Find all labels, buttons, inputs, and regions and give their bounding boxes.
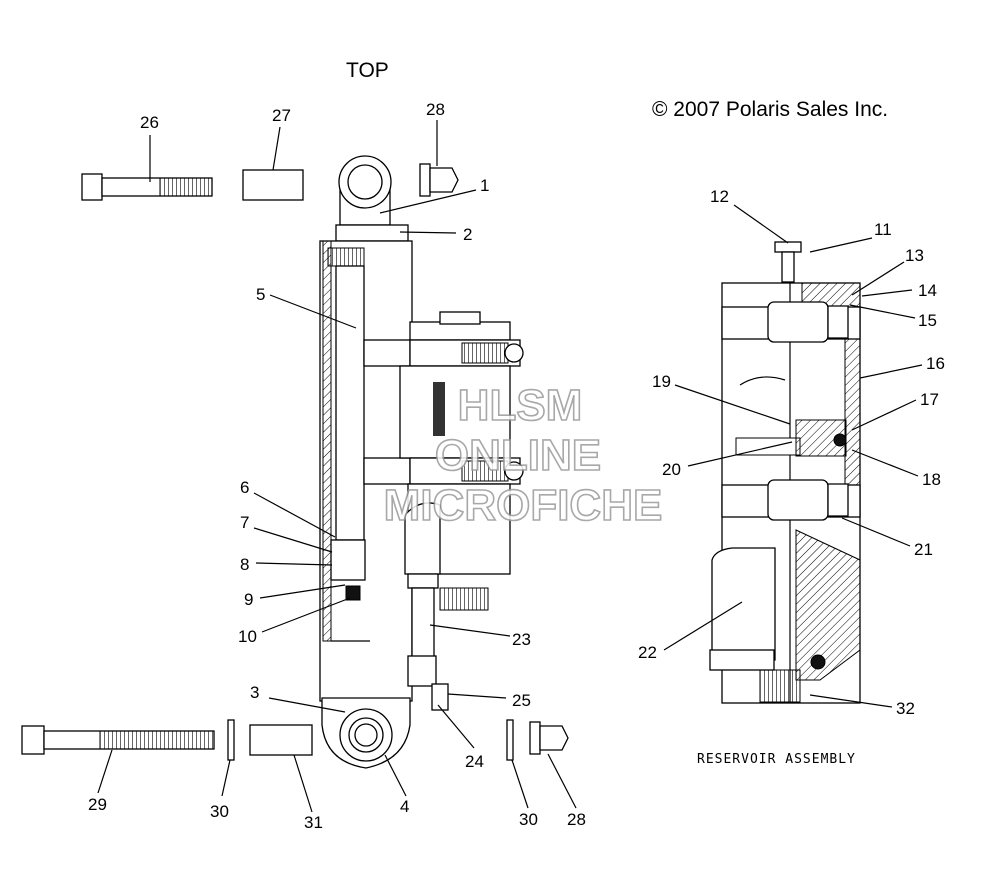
callout: 3 [250,683,259,702]
piston-rod [335,265,365,541]
copyright: © 2007 Polaris Sales Inc. [652,98,888,121]
callout: 22 [638,643,657,662]
callout: 20 [662,460,681,479]
callout: 21 [914,540,933,559]
shock-assembly [319,155,524,769]
top-label: TOP [346,59,389,82]
reservoir-elbow-22 [711,547,776,661]
clamp-bridge-top [363,339,411,367]
callout: 6 [240,478,249,497]
banjo-bolt [431,683,449,711]
nut-28-top [429,167,459,193]
callout: 28 [567,810,586,829]
callout: 25 [512,691,531,710]
valve-cap [774,241,802,253]
watermark-line2: ONLINE [435,431,601,480]
callout: 14 [918,281,937,300]
callout: 30 [519,810,538,829]
reservoir-elbow [404,502,441,575]
hardware [21,163,569,761]
label-graphic [433,382,445,436]
nut-28-bottom [539,725,569,751]
top-cap [335,224,409,242]
callout: 8 [240,555,249,574]
callout: 10 [238,627,257,646]
wall-section [844,338,861,490]
top-thread [327,247,365,267]
piston [330,539,366,581]
callout: 15 [918,311,937,330]
callout: 11 [874,220,892,239]
callout: 29 [88,795,107,814]
adjuster-32 [759,669,801,703]
top-eyelet-bore [347,164,383,200]
callout: 5 [256,285,265,304]
callout: 23 [512,630,531,649]
bolt-26-head [81,173,103,201]
callout: 26 [140,113,159,132]
callout: 16 [926,354,945,373]
reservoir-top [409,321,511,341]
reservoir-cap [439,311,481,325]
washer-28-bottom [529,721,541,755]
body-wall-section [322,240,332,642]
reservoir-assembly [709,241,861,704]
callout: 1 [480,176,489,195]
callout: 32 [896,699,915,718]
callout: 7 [240,513,249,532]
callout: 28 [426,100,445,119]
spacer-31 [249,724,313,756]
callouts: 26 27 28 1 2 5 6 7 8 9 10 3 4 23 25 24 2… [88,100,945,832]
adjuster-knob [439,587,489,611]
watermark-line1: HLSM [458,381,583,430]
washer-28-top [419,163,431,197]
leader-lines [97,120,923,813]
washer-30-right [506,719,514,761]
watermark: HLSM ONLINE MICROFICHE [383,380,663,531]
callout: 9 [244,590,253,609]
callout: 19 [652,372,671,391]
spacer-27 [242,169,304,201]
bolt-29-head [21,725,45,755]
callout: 2 [463,225,472,244]
callout: 24 [465,752,484,771]
bottom-section [795,529,861,681]
piston-nut [345,585,361,601]
callout: 4 [400,797,409,816]
callout: 30 [210,802,229,821]
fitting [709,649,775,671]
callout: 17 [920,390,939,409]
reservoir-caption: RESERVOIR ASSEMBLY [697,752,856,767]
callout: 18 [922,470,941,489]
callout: 31 [304,813,323,832]
callout: 27 [272,106,291,125]
callout: 13 [905,246,924,265]
callout: 12 [710,187,729,206]
watermark-line3: MICROFICHE [384,481,663,530]
washer-30-left [227,719,235,761]
